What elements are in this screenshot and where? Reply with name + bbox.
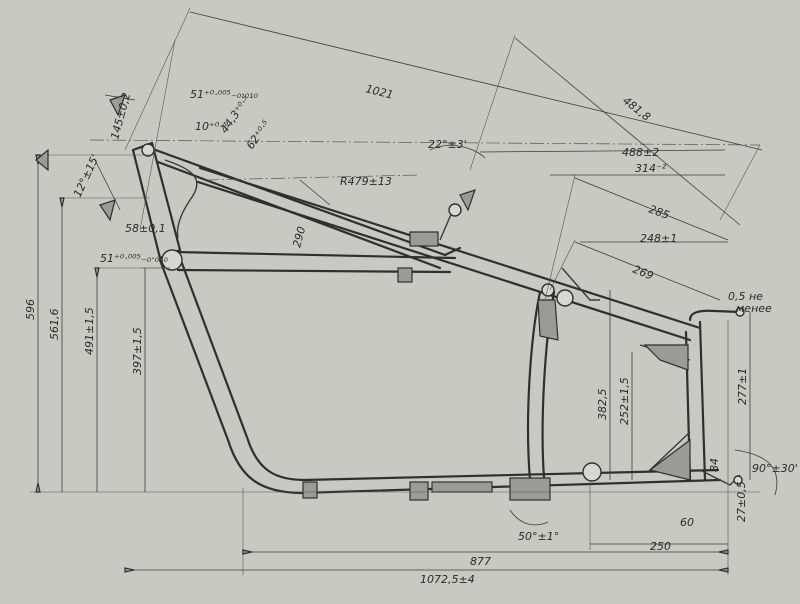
dim-line-285 xyxy=(574,177,729,241)
ext-1021-left xyxy=(124,7,191,151)
label-1021: 1021 xyxy=(364,82,394,101)
steering-head-tube xyxy=(131,141,182,260)
frame-lugs xyxy=(141,143,745,501)
angle-12-leader xyxy=(94,159,121,211)
rear-spine-lower xyxy=(196,180,692,342)
datum-marker-d xyxy=(99,199,116,222)
arrow-10725-left xyxy=(124,567,135,573)
tank-mount-lug xyxy=(448,203,462,217)
motorcycle-frame xyxy=(131,141,742,495)
rear-upright-top xyxy=(688,309,742,322)
head-lug-bottom xyxy=(161,249,183,271)
down-tube-inner xyxy=(178,256,720,482)
seat-lug-right xyxy=(556,289,574,307)
rear-top-lug xyxy=(735,307,745,317)
angle-50-arc xyxy=(509,509,549,526)
datum-marker-c xyxy=(109,94,126,117)
shock-gusset xyxy=(643,344,689,371)
rear-gusset xyxy=(648,438,691,481)
ext-285-left xyxy=(544,174,576,301)
label-angle-90: 90°±30' xyxy=(752,462,798,475)
engine-mount-mid xyxy=(409,481,429,501)
rear-spine-upper xyxy=(198,166,702,330)
label-4818: 481,8 xyxy=(620,94,653,124)
arrow-596-bottom xyxy=(35,482,41,493)
arrow-491-top xyxy=(94,267,100,278)
label-877: 877 xyxy=(470,555,491,568)
label-51-mid: 51⁺⁰·⁰⁰⁵₋₀·₀₁₀ xyxy=(100,252,168,265)
label-05: 0,5 не xyxy=(728,290,763,303)
label-252: 252±1,5 xyxy=(618,377,631,425)
cross-tube-upper xyxy=(173,250,457,260)
label-269: 269 xyxy=(631,263,655,283)
label-60: 60 xyxy=(680,516,694,529)
angle-22-arc xyxy=(429,145,486,159)
label-angle-50: 50°±1° xyxy=(518,530,559,543)
label-84: 84 xyxy=(708,458,721,472)
label-488: 488±2 xyxy=(622,146,659,159)
head-axis-line xyxy=(139,39,176,231)
dimension-lines xyxy=(37,11,778,571)
engine-mount-rear xyxy=(509,477,551,501)
label-491: 491±1,5 xyxy=(83,307,96,355)
angle-90-arc xyxy=(734,449,778,496)
arrowheads xyxy=(35,94,729,573)
rear-upright-right xyxy=(698,320,707,482)
label-5616: 561,6 xyxy=(48,309,61,341)
label-angle-22: 22°±3' xyxy=(428,138,467,151)
datum-marker-a xyxy=(35,148,49,172)
ext-4818-left xyxy=(469,34,516,171)
dim-line-4818 xyxy=(514,37,741,226)
tank-tab xyxy=(409,231,439,247)
seat-tube-left xyxy=(526,290,542,482)
label-314: 314⁻² xyxy=(635,162,667,175)
label-250: 250 xyxy=(650,540,671,553)
label-62: 62⁺⁰·⁵ xyxy=(244,118,273,152)
head-gusset xyxy=(164,159,198,239)
label-277: 277±1 xyxy=(736,368,749,405)
label-27: 27±0,5 xyxy=(735,481,748,522)
seat-bracket xyxy=(537,299,559,341)
centerline-r479 xyxy=(204,174,421,181)
dim-line-1021 xyxy=(189,11,763,151)
centerline-top xyxy=(89,139,761,146)
arrow-877-right xyxy=(718,549,729,555)
rear-axle-lug xyxy=(733,475,743,485)
label-r479: R479±13 xyxy=(340,175,392,188)
seat-lug-left xyxy=(541,283,555,297)
label-596: 596 xyxy=(24,299,37,320)
datum-marker-b xyxy=(459,189,476,212)
label-290: 290 xyxy=(290,225,308,249)
label-menee: менее xyxy=(736,302,772,315)
r479-leader xyxy=(299,179,331,206)
label-51-top: 51⁺⁰·⁰⁰⁵₋₀·₀₁₀ xyxy=(190,88,258,101)
dim-line-488 xyxy=(479,149,726,153)
dim-line-269 xyxy=(574,241,721,301)
arrow-10725-right xyxy=(718,567,729,573)
seat-strut xyxy=(561,267,600,301)
arrow-877-left xyxy=(242,549,253,555)
head-lug-top xyxy=(141,143,155,157)
label-10725: 1072,5±4 xyxy=(420,573,475,586)
engine-mount-rail xyxy=(431,481,493,493)
label-58: 58±0,1 xyxy=(125,222,166,235)
arrow-5616-top xyxy=(59,197,65,208)
label-3825: 382,5 xyxy=(596,389,609,421)
footrest-lug xyxy=(582,462,602,482)
label-397: 397±1,5 xyxy=(131,327,144,375)
ext-4818-right xyxy=(719,144,761,221)
dimension-labels: 1021 481,8 R479±13 488±2 314⁻² 285 248±1… xyxy=(24,82,798,586)
down-tube-outer xyxy=(158,258,722,495)
construction-lines xyxy=(30,7,761,575)
label-285: 285 xyxy=(647,203,671,222)
engine-mount-front xyxy=(302,481,318,499)
label-10: 10⁺⁰·⁵ xyxy=(195,120,227,133)
ext-269-left xyxy=(549,239,576,291)
cross-tube-tab xyxy=(397,267,413,283)
label-248: 248±1 xyxy=(640,232,677,245)
label-12: 12°±15' xyxy=(71,152,102,199)
